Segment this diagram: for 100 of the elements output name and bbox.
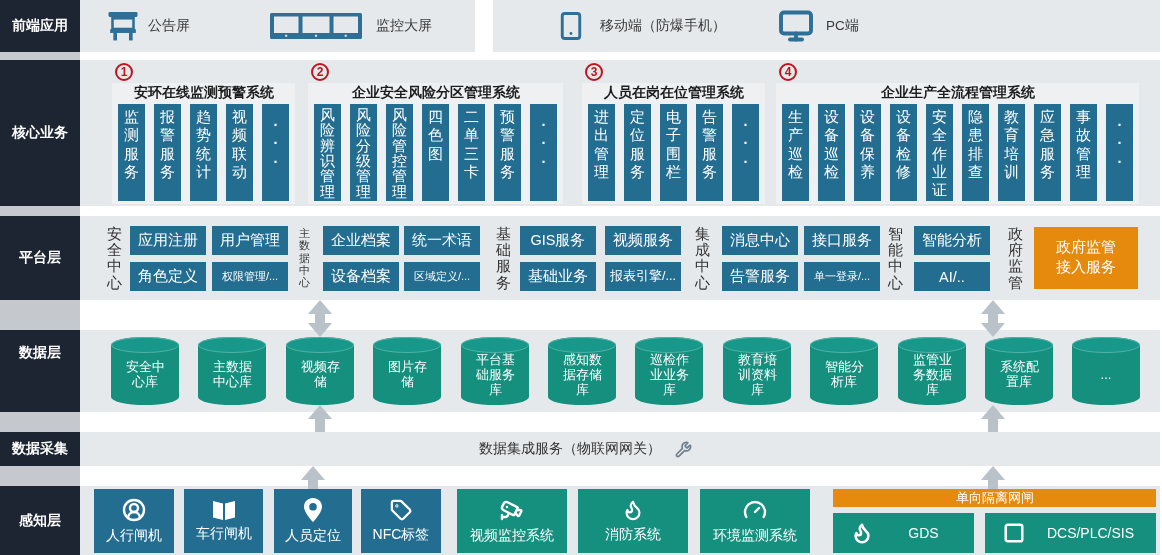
function-name: 设备保养	[860, 108, 875, 182]
module-group-name: 智能中心	[887, 225, 903, 291]
device-name: 视频监控系统	[470, 526, 554, 545]
module-tile	[520, 262, 596, 291]
layer-heading-block	[0, 486, 80, 555]
device-name: 环境监测系统	[713, 526, 797, 545]
database-name: 主数据中心库	[211, 359, 253, 389]
function-name: 电子围栏	[666, 108, 681, 182]
module-name: 区域定义/...	[413, 269, 471, 284]
function-name: 进出管理	[594, 108, 609, 182]
database-name: 视频存储	[299, 359, 341, 389]
module-tile	[804, 262, 880, 291]
device-name: 消防系统	[605, 525, 661, 544]
module-name: AI/..	[939, 268, 965, 285]
function-tile	[350, 104, 377, 201]
system-title: 安环在线监测预警系统	[133, 84, 274, 102]
module-name: 权限管理/...	[221, 269, 279, 284]
system-title: 人员在岗在位管理系统	[603, 84, 744, 102]
function-name: 监测服务	[124, 108, 139, 182]
device-tile	[985, 513, 1156, 553]
layer-heading-block	[0, 216, 80, 300]
function-name: 风险辨识管理	[320, 108, 335, 201]
block-arrow	[301, 466, 325, 489]
function-tile	[226, 104, 253, 201]
database-name: 教育培训资料库	[736, 351, 778, 397]
database-name: 监管业务数据库	[911, 351, 953, 397]
callout-number: 1	[115, 63, 133, 81]
database-name: 巡检作业业务库	[648, 351, 690, 397]
layer-name: 数据层	[19, 344, 61, 362]
layer-name: 前端应用	[12, 17, 68, 35]
more-indicator: ...	[742, 112, 749, 167]
service-name: 政府监管接入服务	[1055, 238, 1117, 277]
device-name: DCS/PLC/SIS	[1046, 525, 1135, 541]
function-tile	[660, 104, 687, 201]
module-name: 设备档案	[331, 267, 391, 286]
module-tile	[130, 262, 206, 291]
module-tile	[323, 262, 399, 291]
function-tile	[962, 104, 989, 201]
function-name: 隐患排查	[968, 108, 983, 182]
callout-number: 2	[311, 63, 329, 81]
gateway-bar	[833, 489, 1156, 507]
module-name: 用户管理	[220, 231, 280, 250]
function-tile	[782, 104, 809, 201]
function-name: 趋势统计	[196, 108, 211, 182]
layer-name: 数据采集	[12, 440, 68, 458]
module-tile	[722, 262, 798, 291]
device-tile	[700, 489, 810, 553]
function-tile	[458, 104, 485, 201]
function-name: 视频联动	[232, 108, 247, 182]
module-tile	[404, 226, 480, 255]
system-title: 企业安全风险分区管理系统	[351, 84, 520, 102]
module-group-name: 安全中心	[106, 225, 122, 291]
function-tile	[118, 104, 145, 201]
callout-number: 3	[585, 63, 603, 81]
function-tile	[262, 104, 289, 201]
function-tile	[422, 104, 449, 201]
module-group-name: 主数据中心	[298, 227, 310, 289]
layer-heading-block	[0, 60, 80, 206]
module-group-name: 集成中心	[694, 225, 710, 291]
module-name: 基础业务	[528, 267, 588, 286]
database-name: 安全中心库	[124, 359, 166, 389]
module-name: 角色定义	[138, 267, 198, 286]
function-tile	[494, 104, 521, 201]
block-arrow	[981, 405, 1005, 432]
function-name: 设备检修	[896, 108, 911, 182]
function-name: 报警服务	[160, 108, 175, 182]
function-tile	[818, 104, 845, 201]
layer-heading-block	[0, 432, 80, 466]
module-group-name: 基础服务	[495, 225, 511, 291]
device-tile	[457, 489, 567, 553]
layer-name: 平台层	[19, 249, 61, 267]
function-tile	[386, 104, 413, 201]
function-name: 应急服务	[1040, 108, 1055, 182]
device-tile	[833, 513, 974, 553]
module-name: 单一登录/...	[813, 269, 871, 284]
database-name: 系统配置库	[998, 359, 1040, 389]
device-tile	[274, 489, 352, 553]
module-name: 消息中心	[730, 231, 790, 250]
module-name: 告警服务	[730, 267, 790, 286]
gateway-tile	[1034, 227, 1138, 289]
more-indicator: ...	[540, 112, 547, 167]
device-tile	[184, 489, 263, 553]
module-tile	[520, 226, 596, 255]
more-indicator: ...	[272, 112, 279, 167]
callout-number: 4	[779, 63, 797, 81]
function-name: 事故管理	[1076, 108, 1091, 182]
module-name: 报表引擎/...	[610, 268, 676, 285]
database-name: 图片存储	[386, 359, 428, 389]
function-tile	[314, 104, 341, 201]
function-tile	[926, 104, 953, 201]
database-name: 感知数据存储库	[561, 351, 603, 397]
database-name: 平台基础服务库	[474, 351, 516, 397]
function-tile	[854, 104, 881, 201]
module-tile	[212, 226, 288, 255]
function-tile	[154, 104, 181, 201]
module-tile	[212, 262, 288, 291]
module-tile	[914, 262, 990, 291]
function-tile	[1070, 104, 1097, 201]
function-tile	[998, 104, 1025, 201]
layer-name: 核心业务	[12, 124, 68, 142]
